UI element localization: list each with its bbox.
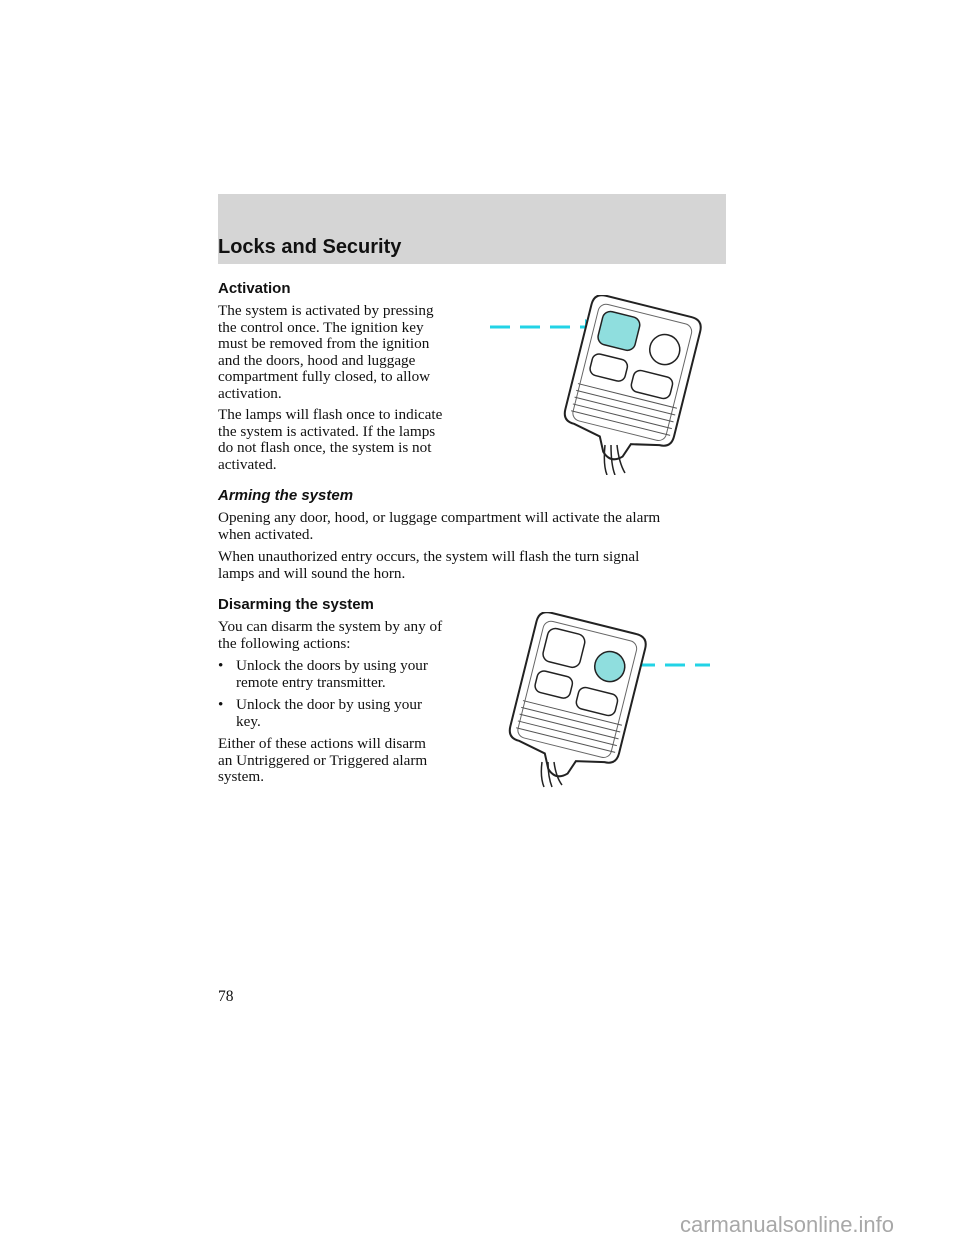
unlock-button	[594, 650, 626, 683]
section-heading-arming: Arming the system	[218, 487, 354, 504]
lock-button	[597, 310, 641, 352]
page-number: 78	[218, 988, 234, 1005]
panic-button	[589, 353, 629, 382]
panic-button	[534, 670, 574, 699]
bullet-icon: •	[218, 657, 224, 674]
remote-fob-illustration-unlock	[508, 612, 710, 788]
key-fob	[563, 295, 702, 461]
remote-fob-illustration-lock	[490, 295, 702, 475]
bullet-icon: •	[218, 696, 224, 713]
page-title: Locks and Security	[218, 236, 402, 258]
trunk-button	[630, 369, 674, 400]
arming-paragraph-2: When unauthorized entry occurs, the syst…	[218, 548, 640, 582]
key-fob	[508, 612, 647, 778]
watermark: carmanualsonline.info	[680, 1212, 895, 1237]
section-heading-disarming: Disarming the system	[218, 596, 374, 613]
lock-button	[542, 627, 586, 669]
unlock-button	[649, 333, 681, 366]
arming-paragraph-1: Opening any door, hood, or luggage compa…	[218, 509, 661, 543]
section-heading-activation: Activation	[218, 280, 291, 297]
header-band	[218, 194, 726, 264]
trunk-button	[575, 686, 619, 717]
